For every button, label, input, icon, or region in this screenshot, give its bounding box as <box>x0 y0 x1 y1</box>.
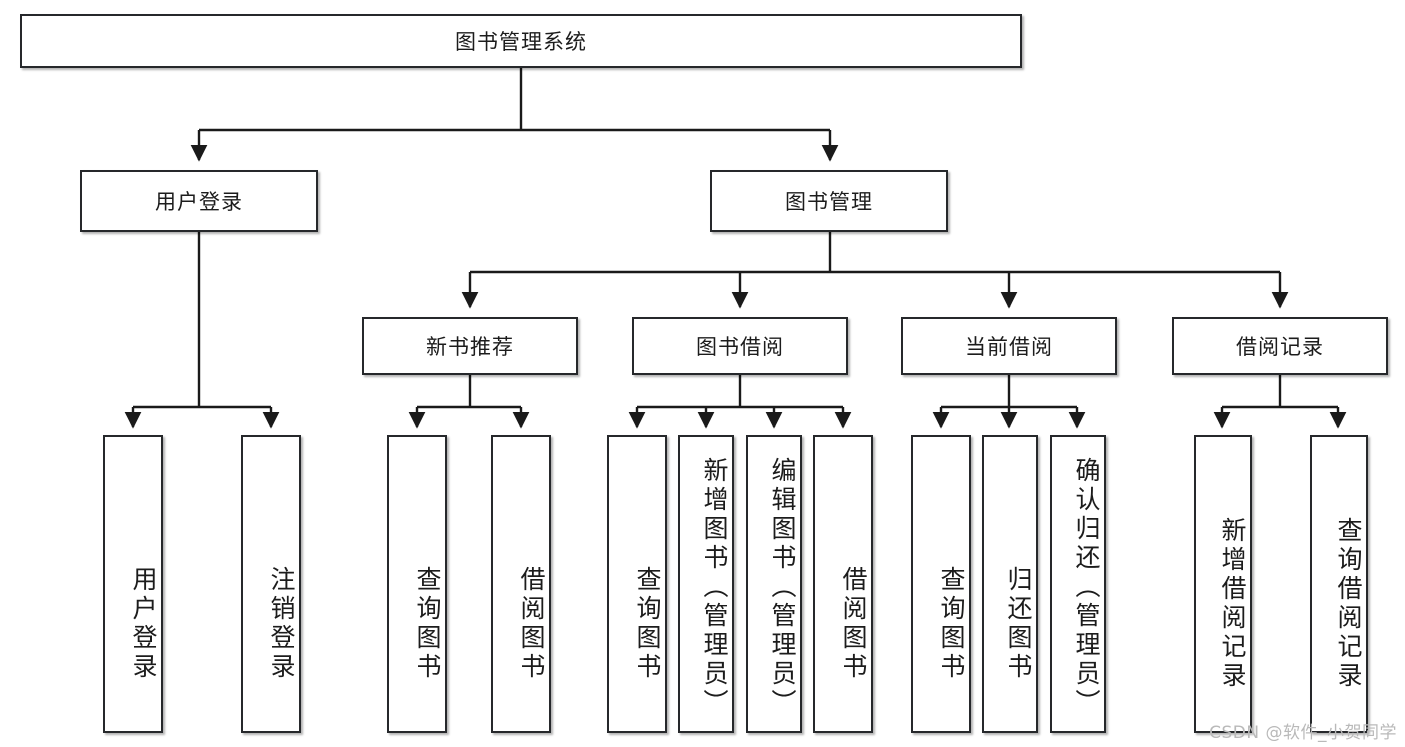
node-leaf-edit-book[interactable]: 编辑图书（管理员） <box>746 435 802 733</box>
node-leaf-borrow-book-2[interactable]: 借阅图书 <box>813 435 873 733</box>
node-leaf-query-book-2[interactable]: 查询图书 <box>607 435 667 733</box>
node-user-login-label: 用户登录 <box>155 190 243 214</box>
node-leaf-borrow-book-1[interactable]: 借阅图书 <box>491 435 551 733</box>
node-leaf-query-book-1[interactable]: 查询图书 <box>387 435 447 733</box>
node-leaf-confirm-return[interactable]: 确认归还（管理员） <box>1050 435 1106 733</box>
node-leaf-user-login-label: 用户登录 <box>129 566 158 682</box>
node-leaf-add-record[interactable]: 新增借阅记录 <box>1194 435 1252 733</box>
node-leaf-borrow-book-1-label: 借阅图书 <box>517 566 546 682</box>
node-leaf-add-book[interactable]: 新增图书（管理员） <box>678 435 734 733</box>
node-root[interactable]: 图书管理系统 <box>20 14 1022 68</box>
node-book-manage[interactable]: 图书管理 <box>710 170 948 232</box>
node-leaf-query-book-3[interactable]: 查询图书 <box>911 435 971 733</box>
node-root-label: 图书管理系统 <box>455 30 587 54</box>
node-new-book-recommend-label: 新书推荐 <box>426 335 514 359</box>
node-leaf-user-login[interactable]: 用户登录 <box>103 435 163 733</box>
node-leaf-add-record-label: 新增借阅记录 <box>1218 517 1247 691</box>
csdn-watermark: CSDN @软件_小贺同学 <box>1209 723 1397 743</box>
node-leaf-borrow-book-2-label: 借阅图书 <box>839 566 868 682</box>
node-leaf-return-book-label: 归还图书 <box>1004 566 1033 682</box>
node-book-borrow-label: 图书借阅 <box>696 335 784 359</box>
node-borrow-record-label: 借阅记录 <box>1236 335 1324 359</box>
node-new-book-recommend[interactable]: 新书推荐 <box>362 317 578 375</box>
node-leaf-user-logout-label: 注销登录 <box>267 566 296 682</box>
node-book-borrow[interactable]: 图书借阅 <box>632 317 848 375</box>
node-leaf-query-book-3-label: 查询图书 <box>937 566 966 682</box>
node-current-borrow[interactable]: 当前借阅 <box>901 317 1117 375</box>
node-leaf-confirm-return-label: 确认归还（管理员） <box>1072 456 1101 718</box>
node-leaf-edit-book-label: 编辑图书（管理员） <box>768 456 797 718</box>
node-leaf-query-record-label: 查询借阅记录 <box>1334 517 1363 691</box>
node-leaf-query-book-2-label: 查询图书 <box>633 566 662 682</box>
node-leaf-query-book-1-label: 查询图书 <box>413 566 442 682</box>
node-leaf-add-book-label: 新增图书（管理员） <box>700 456 729 718</box>
node-book-manage-label: 图书管理 <box>785 190 873 214</box>
node-leaf-user-logout[interactable]: 注销登录 <box>241 435 301 733</box>
node-current-borrow-label: 当前借阅 <box>965 335 1053 359</box>
node-leaf-return-book[interactable]: 归还图书 <box>982 435 1038 733</box>
node-borrow-record[interactable]: 借阅记录 <box>1172 317 1388 375</box>
node-user-login[interactable]: 用户登录 <box>80 170 318 232</box>
node-leaf-query-record[interactable]: 查询借阅记录 <box>1310 435 1368 733</box>
